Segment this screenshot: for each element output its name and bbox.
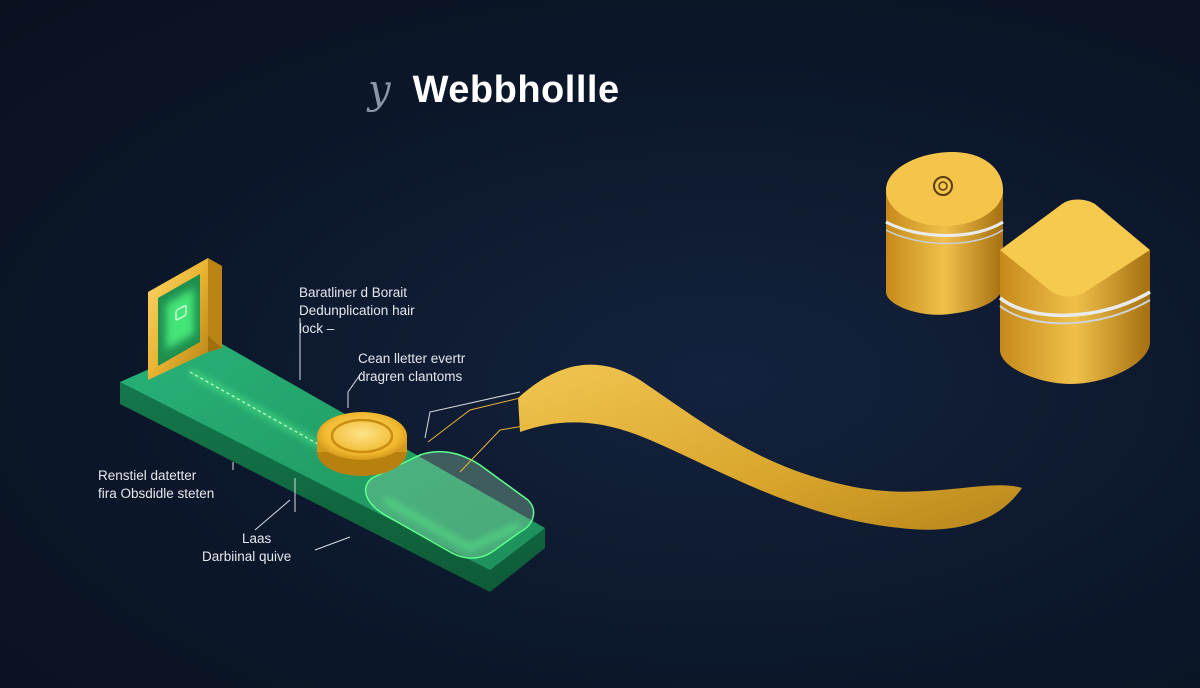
title-glyph: y: [368, 67, 391, 113]
lock-screen-icon: [158, 274, 200, 366]
callout-middle-line-2: dragren clantoms: [358, 369, 463, 384]
callout-bottom-line-2: Darbiinal quive: [202, 549, 292, 564]
leader-lines: [232, 318, 521, 551]
gold-block-icon-2: [998, 199, 1151, 384]
screen-side: [208, 258, 222, 352]
callout-left-line-2: fira Obsdidle steten: [98, 486, 215, 501]
gold-ribbon: [518, 364, 1022, 530]
callout-left-line-1: Renstiel datetter: [98, 468, 197, 483]
track-glow-core: [189, 371, 326, 449]
callout-middle: Cean lletter evertr dragren clantoms: [358, 350, 465, 386]
gold-leader-lines: [427, 397, 531, 473]
callout-left: Renstiel datetter fira Obsdidle steten: [98, 467, 214, 503]
callout-top-line-3: lock –: [299, 321, 335, 336]
callout-bottom: Laas Darbiinal quive: [202, 530, 291, 566]
page-title: Webbhollle: [412, 69, 620, 111]
gold-block-icon: [885, 152, 1004, 315]
callout-top-line-2: Dedunplication hair: [299, 303, 415, 318]
callout-bottom-line-1: Laas: [242, 531, 272, 546]
callout-middle-line-1: Cean lletter evertr: [358, 351, 466, 366]
capsule-glow: [384, 498, 521, 550]
glass-capsule: [364, 450, 535, 559]
callout-top-line-1: Baratliner d Borait: [299, 285, 408, 300]
coin-icon: [317, 412, 407, 476]
callout-top: Baratliner d Borait Dedunplication hair …: [299, 284, 415, 338]
header: y Webbhollle: [368, 60, 620, 120]
